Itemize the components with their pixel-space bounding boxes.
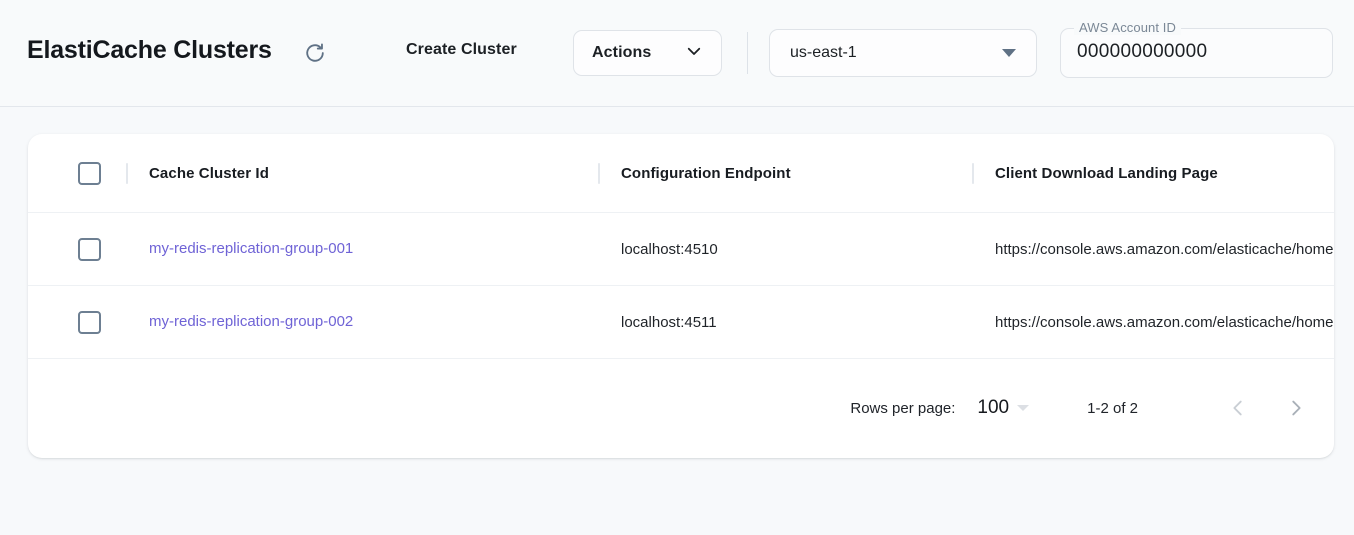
column-divider [126, 162, 128, 184]
column-divider [598, 162, 600, 184]
refresh-icon[interactable] [300, 38, 330, 68]
column-divider [972, 162, 974, 184]
rows-per-page-label: Rows per page: [850, 399, 956, 417]
row-checkbox[interactable] [78, 310, 101, 334]
aws-account-id-value: 000000000000 [1077, 41, 1208, 62]
table-row: my-redis-replication-group-002 localhost… [28, 286, 1334, 359]
cell-cache-cluster-id: my-redis-replication-group-001 [128, 240, 598, 258]
column-header-client-download-landing-page[interactable]: Client Download Landing Page [995, 164, 1218, 182]
header-divider [747, 32, 748, 74]
create-cluster-button[interactable]: Create Cluster [406, 41, 517, 58]
cell-cache-cluster-id: my-redis-replication-group-002 [128, 313, 598, 331]
column-header-configuration-endpoint[interactable]: Configuration Endpoint [621, 164, 791, 182]
cluster-id-link[interactable]: my-redis-replication-group-001 [149, 240, 354, 257]
previous-page-button[interactable] [1218, 388, 1258, 428]
row-select-cell [28, 237, 126, 261]
table-row: my-redis-replication-group-001 localhost… [28, 213, 1334, 286]
cell-client-download-landing-page: https://console.aws.amazon.com/elasticac… [995, 240, 1334, 258]
page-title: ElastiCache Clusters [27, 36, 272, 64]
triangle-down-icon [1002, 49, 1016, 57]
next-page-button[interactable] [1276, 388, 1316, 428]
cell-configuration-endpoint: localhost:4511 [621, 313, 717, 331]
chevron-down-icon[interactable] [1017, 405, 1030, 411]
select-all-cell [28, 161, 126, 185]
row-checkbox[interactable] [78, 237, 101, 261]
clusters-card: Cache Cluster Id Configuration Endpoint … [28, 134, 1334, 458]
table-header-row: Cache Cluster Id Configuration Endpoint … [28, 134, 1334, 213]
page-header: ElastiCache Clusters Create Cluster Acti… [0, 0, 1354, 107]
region-select-value: us-east-1 [790, 44, 857, 61]
column-header-cache-cluster-id[interactable]: Cache Cluster Id [149, 164, 269, 182]
chevron-down-icon [685, 42, 703, 65]
cluster-id-link[interactable]: my-redis-replication-group-002 [149, 313, 354, 330]
actions-button-label: Actions [592, 44, 652, 61]
row-select-cell [28, 310, 126, 334]
cell-configuration-endpoint: localhost:4510 [621, 240, 718, 258]
clusters-table: Cache Cluster Id Configuration Endpoint … [28, 134, 1334, 457]
pagination-range: 1-2 of 2 [1087, 399, 1138, 417]
pagination-bar: Rows per page: 100 1-2 of 2 [28, 359, 1334, 457]
cell-client-download-landing-page: https://console.aws.amazon.com/elasticac… [995, 313, 1334, 331]
aws-account-id-label: AWS Account ID [1074, 20, 1182, 35]
rows-per-page-value[interactable]: 100 [977, 397, 1010, 418]
region-select[interactable]: us-east-1 [769, 29, 1037, 77]
aws-account-id-field[interactable]: AWS Account ID 000000000000 [1060, 20, 1333, 78]
actions-button[interactable]: Actions [573, 30, 722, 76]
select-all-checkbox[interactable] [78, 161, 101, 185]
